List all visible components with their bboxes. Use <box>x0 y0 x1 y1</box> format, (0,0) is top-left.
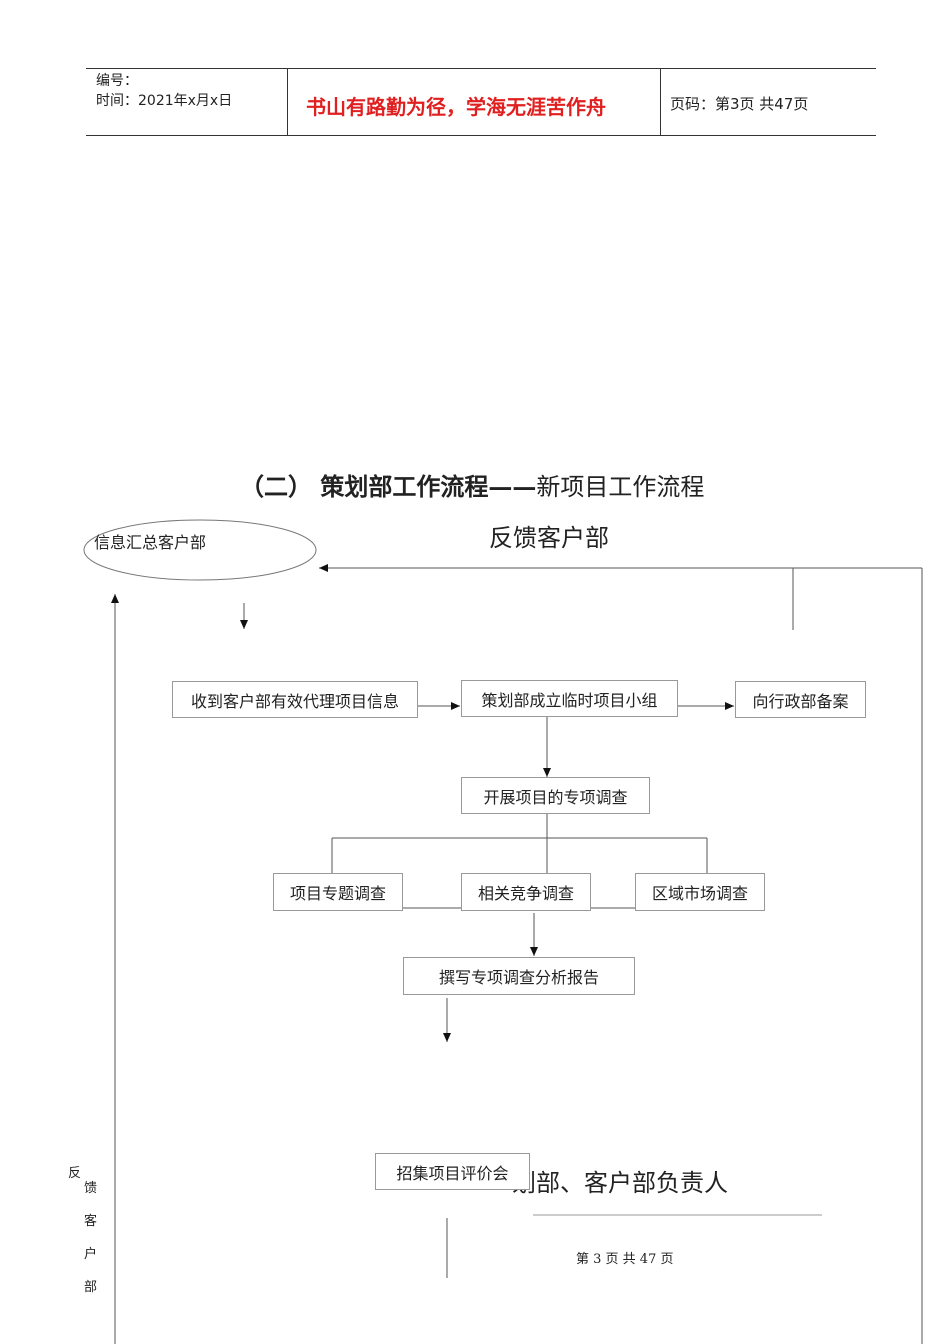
feedback-top-label: 反馈客户部 <box>489 524 609 552</box>
ellipse-label: 信息汇总客户部 <box>94 533 207 552</box>
header-bottom-border <box>86 135 876 136</box>
feedback-left-char-3: 客 <box>84 1214 98 1229</box>
feedback-left-char-2: 馈 <box>84 1181 98 1196</box>
box-setup-team: 策划部成立临时项目小组 <box>461 680 678 717</box>
responsible-label: 划部、客户部负责人 <box>512 1169 728 1197</box>
section-title-bold: （二） 策划部工作流程—— <box>240 472 537 501</box>
header-motto: 书山有路勤为径，学海无涯苦作舟 <box>306 95 606 119</box>
header-top-border <box>86 68 876 69</box>
box-filing: 向行政部备案 <box>735 681 866 718</box>
feedback-left-char-5: 部 <box>84 1280 98 1295</box>
box-market-survey: 区域市场调查 <box>635 873 765 911</box>
box-report: 撰写专项调查分析报告 <box>403 957 635 995</box>
box-meeting: 招集项目评价会 <box>375 1153 530 1190</box>
header-divider-left <box>287 68 288 136</box>
feedback-left-char-1: 反 <box>68 1166 82 1181</box>
header-time-label: 时间：2021年x月x日 <box>96 93 233 109</box>
section-title: （二） 策划部工作流程——新项目工作流程 <box>240 467 704 502</box>
section-title-normal: 新项目工作流程 <box>536 473 705 501</box>
box-receive: 收到客户部有效代理项目信息 <box>172 681 418 718</box>
box-survey: 开展项目的专项调查 <box>461 777 650 814</box>
header-number-label: 编号： <box>96 73 138 89</box>
header-page-label: 页码：第3页 共47页 <box>670 95 809 113</box>
box-topic-survey: 项目专题调查 <box>273 873 403 911</box>
header-divider-right <box>660 68 661 136</box>
box-competition-survey: 相关竞争调查 <box>461 873 591 911</box>
footer-page-number: 第 3 页 共 47 页 <box>576 1252 674 1267</box>
feedback-left-char-4: 户 <box>84 1247 98 1262</box>
